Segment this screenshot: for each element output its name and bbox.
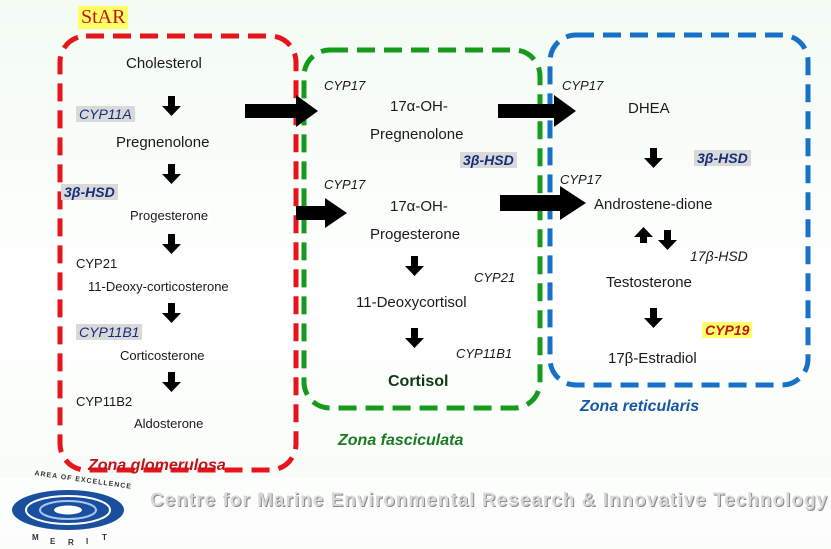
- testosterone: Testosterone: [606, 274, 692, 291]
- enzyme-cyp17-fasc-2: CYP17: [324, 177, 366, 192]
- logo-letter-i: I: [86, 537, 90, 546]
- 17a-oh-1: 17α-OH-: [390, 98, 448, 115]
- star-label: StAR: [78, 6, 129, 29]
- enzyme-cyp17-ret-2: CYP17: [560, 172, 602, 187]
- pregnenolone-fasc: Pregnenolone: [370, 126, 464, 143]
- cortisol: Cortisol: [388, 373, 449, 390]
- arrow-right-3: [498, 95, 576, 127]
- enzyme-17b-hsd: 17β-HSD: [690, 248, 748, 264]
- enzyme-cyp11b1-fasc: CYP11B1: [456, 346, 513, 361]
- enzyme-cyp21-fasc: CYP21: [474, 270, 516, 285]
- zona-fasciculata-label: Zona fasciculata: [338, 432, 464, 449]
- 17a-oh-2: 17α-OH-: [390, 198, 448, 215]
- estradiol: 17β-Estradiol: [608, 350, 697, 367]
- enzyme-cyp21-glom: CYP21: [76, 256, 118, 271]
- enzyme-3b-hsd-ret: 3β-HSD: [694, 150, 751, 166]
- enzyme-cyp19: CYP19: [702, 322, 753, 338]
- logo-letter-r: R: [68, 538, 75, 547]
- enzyme-cyp17-ret-1: CYP17: [562, 78, 604, 93]
- deoxycortisol: 11-Deoxycortisol: [356, 294, 467, 311]
- zona-glomerulosa-box: [57, 33, 299, 473]
- zona-glomerulosa-label: Zona glomerulosa: [88, 457, 226, 474]
- enzyme-3b-hsd-fasc: 3β-HSD: [460, 152, 517, 168]
- corticosterone: Corticosterone: [120, 348, 205, 363]
- arrows-reticularis: [634, 148, 677, 328]
- logo-letter-e: E: [50, 537, 57, 546]
- dhea: DHEA: [628, 100, 670, 117]
- cholesterol: Cholesterol: [126, 55, 202, 72]
- enzyme-cyp11b2: CYP11B2: [76, 394, 133, 409]
- pregnenolone-glom: Pregnenolone: [116, 134, 210, 151]
- deoxycorticosterone: 11-Deoxy-corticosterone: [88, 279, 229, 294]
- aldosterone: Aldosterone: [132, 416, 206, 431]
- enzyme-cyp17-fasc-1: CYP17: [324, 78, 366, 93]
- institute-name: Centre for Marine Environmental Research…: [150, 490, 829, 511]
- logo-letter-m: M: [32, 533, 40, 542]
- down-arrows-fasciculata: [405, 256, 424, 348]
- progesterone-fasc: Progesterone: [370, 226, 461, 243]
- zona-fasciculata-box: [301, 47, 543, 411]
- zona-reticularis-label: Zona reticularis: [580, 398, 700, 415]
- arrow-right-2: [296, 198, 347, 228]
- androstenedione: Androstene-dione: [594, 196, 713, 213]
- enzyme-3b-hsd-glom: 3β-HSD: [61, 184, 118, 200]
- enzyme-cyp11b1-glom: CYP11B1: [76, 324, 143, 340]
- arrow-right-1: [245, 95, 318, 127]
- down-arrows-glomerulosa: [162, 96, 181, 392]
- progesterone-glom: Progesterone: [128, 208, 211, 223]
- arrow-right-4: [500, 186, 586, 220]
- logo-letter-t: T: [102, 533, 108, 542]
- enzyme-cyp11a: CYP11A: [76, 106, 135, 122]
- merit-logo: [12, 490, 124, 530]
